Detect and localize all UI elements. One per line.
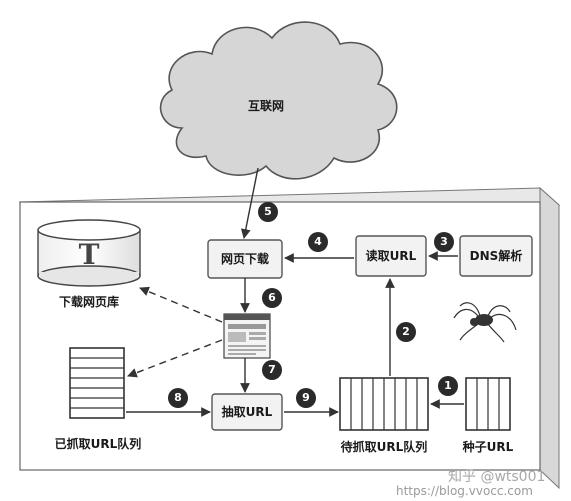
step-8-badge: 8 — [168, 388, 188, 408]
dns-box — [459, 235, 533, 277]
internet-label: 互联网 — [248, 99, 285, 113]
arrow-page-to-crawled — [127, 339, 223, 378]
flow-arrows — [126, 167, 464, 417]
watermark-url: https://blog.vvocc.com — [396, 484, 533, 498]
download-page-label: 网页下载 — [220, 252, 269, 266]
pending-queue-label: 待抓取URL队列 — [340, 440, 428, 454]
web-page-thumbnail-icon — [223, 313, 271, 359]
pending-url-queue-icon — [339, 377, 429, 431]
step-3-badge: 3 — [434, 232, 454, 252]
watermark-zhihu: 知乎 @wts001 — [448, 469, 546, 485]
extract-url-box — [211, 393, 283, 431]
read-url-box — [355, 235, 427, 277]
arrow-cloud-to-download — [240, 167, 259, 239]
step-6-badge: 6 — [262, 288, 282, 308]
crawled-url-queue-icon — [69, 347, 125, 419]
step-9-badge: 9 — [296, 388, 316, 408]
internet-cloud — [159, 21, 398, 180]
step-7-badge: 7 — [262, 360, 282, 380]
db-label: 下载网页库 — [58, 295, 119, 309]
step-1-badge: 1 — [438, 376, 458, 396]
arrow-page-to-db — [139, 286, 223, 323]
extract-url-label: 抽取URL — [221, 405, 273, 419]
crawled-queue-label: 已抓取URL队列 — [54, 437, 142, 451]
db-glyph: T — [78, 238, 100, 271]
step-2-badge: 2 — [396, 322, 416, 342]
seed-url-queue-icon — [465, 377, 511, 431]
step-5-badge: 5 — [258, 202, 278, 222]
download-page-db-icon — [37, 219, 141, 287]
step-4-badge: 4 — [308, 232, 328, 252]
seed-url-label: 种子URL — [462, 440, 514, 454]
read-url-label: 读取URL — [365, 249, 417, 263]
dns-label: DNS解析 — [469, 249, 523, 263]
spider-icon — [453, 302, 517, 343]
